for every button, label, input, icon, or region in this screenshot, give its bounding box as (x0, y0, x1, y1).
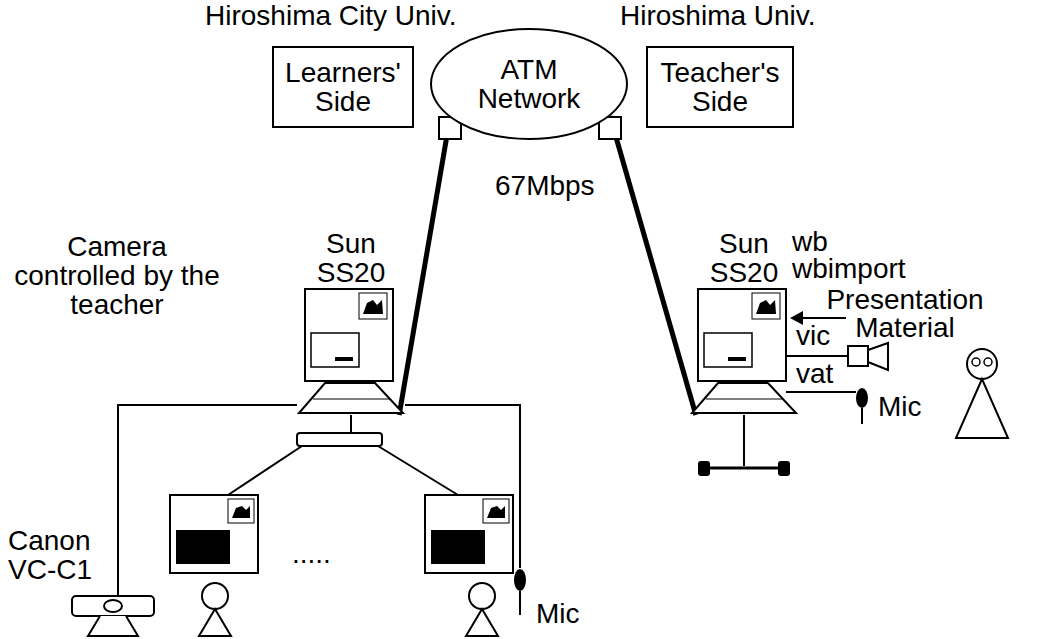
software-label: wb wbimport (792, 228, 922, 282)
site-box: Teacher's Side (646, 46, 794, 128)
device-label: Mic (878, 393, 922, 421)
node-label: ATM Network (469, 55, 589, 113)
network-link (610, 116, 696, 415)
network-ellipse: ATM Network (430, 28, 628, 140)
device-label: Camera controlled by the teacher (12, 232, 222, 319)
microphone (514, 569, 526, 615)
node-label: Sun SS20 (306, 229, 396, 287)
ellipse-shape (431, 29, 627, 139)
device-wire (786, 356, 856, 392)
node-label: Learners' Side (280, 58, 406, 116)
input-label: Presentation Material (815, 286, 995, 342)
camera-wire (118, 405, 297, 596)
network-hub (297, 433, 382, 446)
workstation-illustration (295, 287, 407, 415)
student-monitor (170, 495, 258, 573)
camera-symbol (848, 343, 888, 370)
ellipsis-mark: ..... (292, 540, 331, 568)
cart (698, 415, 790, 476)
workstation-illustration (688, 287, 800, 415)
teacher-figure (956, 349, 1008, 438)
node-label: Teacher's Side (654, 58, 786, 116)
node-label: Sun SS20 (699, 229, 789, 287)
network-link (399, 118, 450, 415)
learner-figure (199, 583, 231, 636)
student-monitor (425, 495, 513, 573)
device-label: Canon VC-C1 (8, 526, 104, 584)
workstation: Sun SS20 (688, 229, 800, 415)
workstation: Sun SS20 (295, 229, 407, 415)
bandwidth-label: 67Mbps (495, 172, 595, 200)
site-name: Hiroshima City Univ. (205, 2, 457, 30)
hub-link (228, 415, 458, 495)
device-label: Mic (536, 600, 580, 628)
software-label: vat (796, 360, 833, 388)
microphone (856, 388, 868, 424)
site-box: Learners' Side (272, 46, 414, 128)
site-name: Hiroshima Univ. (620, 2, 816, 30)
camera-symbol (72, 596, 154, 636)
learner-figure (466, 583, 498, 636)
software-label: vic (796, 322, 830, 350)
